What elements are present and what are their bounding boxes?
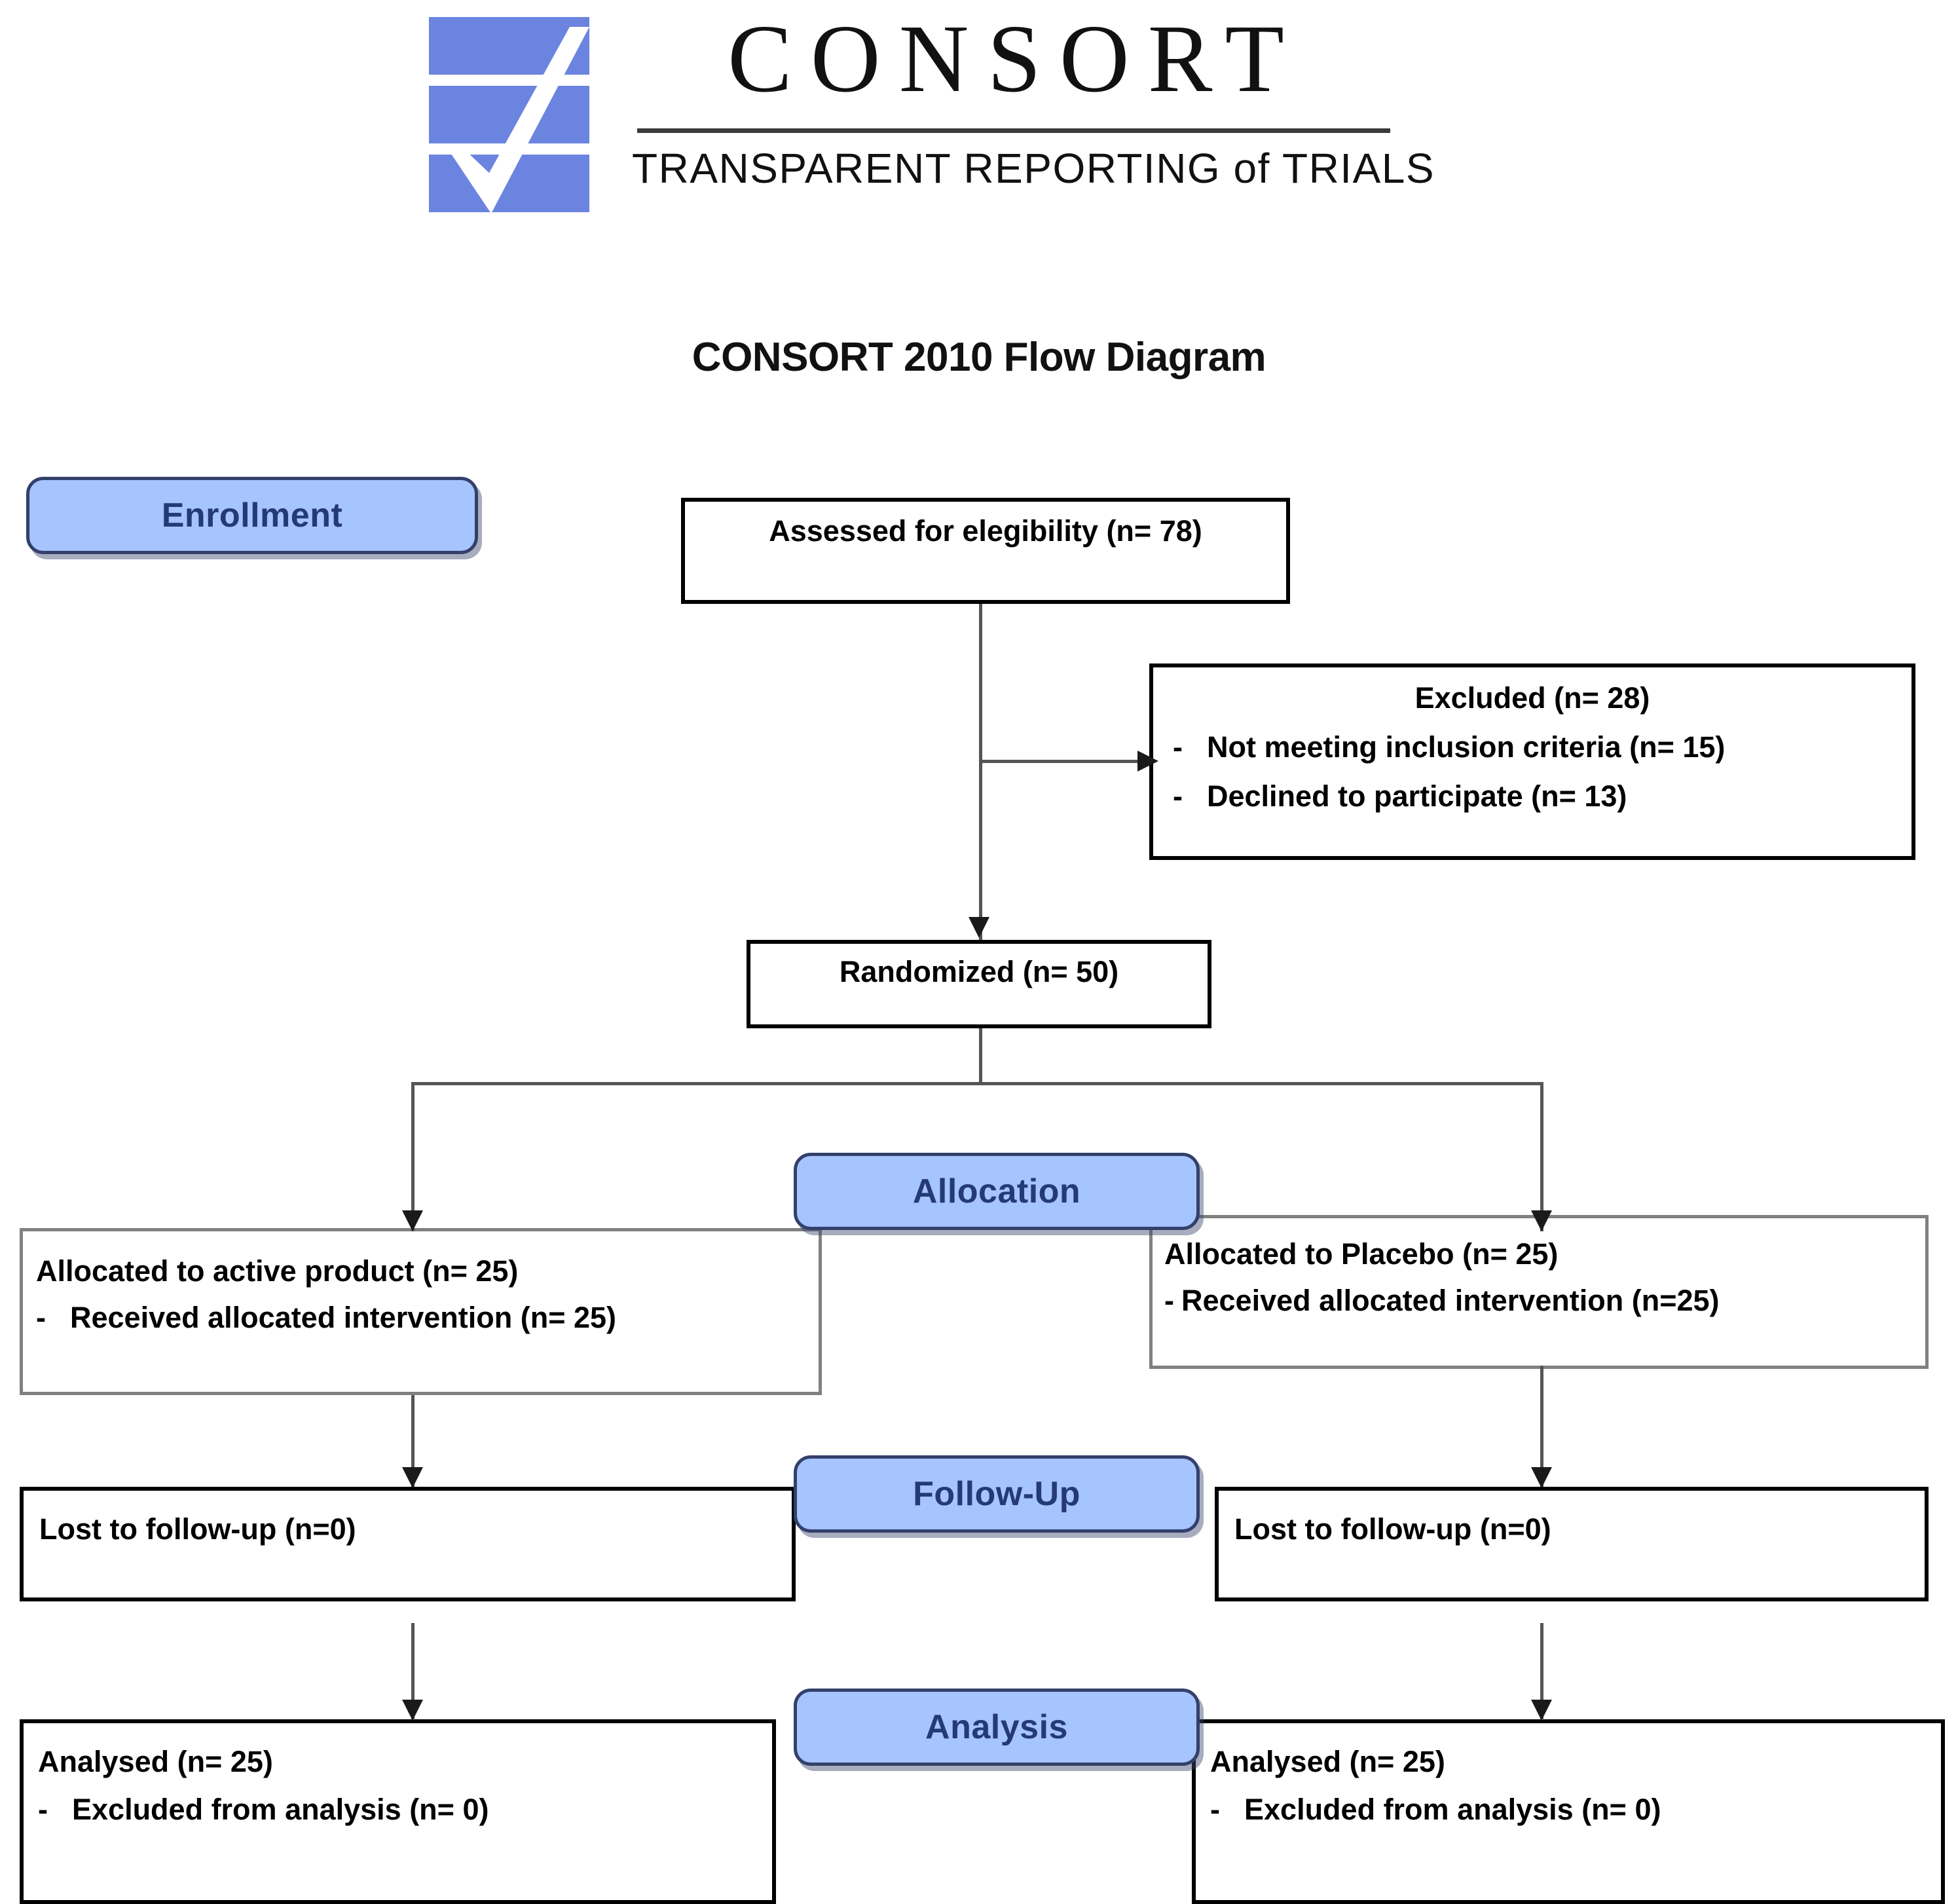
consort-logo: CONSORT TRANSPARENT REPORTING of TRIALS [429,5,1435,219]
alloc-right-heading: Allocated to Placebo (n= 25) [1164,1237,1559,1271]
connector-assessed-trunk [979,604,982,940]
analysed-left-heading: Analysed (n= 25) [38,1745,273,1778]
lost-right-line: Lost to follow-up (n=0) [1234,1512,1551,1546]
logo-tagline-text: TRANSPARENT REPORTING of TRIALS [632,145,1435,192]
logo-consort-text: CONSORT [728,5,1302,113]
box-lost-to-followup-right: Lost to follow-up (n=0) [1215,1487,1929,1601]
arrowhead-to-alloc-left-icon [402,1210,423,1231]
checkmark-icon [447,27,589,214]
assessed-line: Assessed for elegibility (n= 78) [769,514,1202,548]
analysed-left-item-1-text: Excluded from analysis (n= 0) [72,1793,489,1827]
arrowhead-to-randomized-icon [969,917,989,938]
excluded-item-2: - Declined to participate (n= 13) [1173,779,1892,813]
connector-allocation-left-drop [411,1082,415,1231]
randomized-line: Randomized (n= 50) [839,955,1119,988]
arrowhead-to-analysed-left-icon [402,1700,423,1721]
alloc-right-item-1: - Received allocated intervention (n=25) [1164,1283,1913,1318]
connector-lost-right-to-analysed-right [1540,1623,1543,1720]
logo-bar-middle [429,86,589,143]
connector-allocation-right-drop [1540,1082,1543,1231]
connector-assessed-to-excluded [979,760,1139,763]
box-analysed-left: Analysed (n= 25) - Excluded from analysi… [20,1719,776,1904]
analysed-left-item-1: - Excluded from analysis (n= 0) [38,1792,758,1827]
logo-divider-rule [637,128,1390,133]
stage-badge-analysis: Analysis [794,1689,1200,1766]
analysed-left-item-1-dash: - [38,1793,48,1827]
connector-alloc-left-to-lost-left [411,1395,415,1487]
page-title: CONSORT 2010 Flow Diagram [692,335,1266,380]
alloc-right-item-1-text: Received allocated intervention (n=25) [1181,1284,1720,1318]
stage-badge-allocation: Allocation [794,1153,1200,1230]
alloc-right-item-1-dash: - [1164,1284,1174,1318]
stage-label-allocation: Allocation [912,1172,1081,1210]
excluded-item-1-text: Not meeting inclusion criteria (n= 15) [1207,730,1726,764]
box-allocated-placebo: Allocated to Placebo (n= 25) - Received … [1149,1215,1929,1369]
alloc-left-item-1: - Received allocated intervention (n= 25… [36,1300,805,1335]
box-allocated-active-product: Allocated to active product (n= 25) - Re… [20,1228,822,1395]
alloc-left-heading: Allocated to active product (n= 25) [36,1254,519,1288]
consort-wordmark: CONSORT TRANSPARENT REPORTING of TRIALS [632,5,1435,219]
box-randomized: Randomized (n= 50) [747,940,1211,1028]
lost-left-line: Lost to follow-up (n=0) [39,1512,356,1546]
analysed-right-item-1-text: Excluded from analysis (n= 0) [1244,1793,1661,1827]
arrowhead-to-analysed-right-icon [1531,1700,1552,1721]
connector-lost-left-to-analysed-left [411,1623,415,1720]
box-excluded: Excluded (n= 28) - Not meeting inclusion… [1149,663,1915,860]
analysed-right-item-1-dash: - [1210,1793,1220,1827]
arrowhead-to-excluded-icon [1137,751,1158,772]
stage-label-analysis: Analysis [925,1708,1068,1746]
arrowhead-to-alloc-right-icon [1531,1210,1552,1231]
stage-label-enrollment: Enrollment [161,496,343,534]
stage-badge-enrollment: Enrollment [26,477,478,554]
connector-allocation-split-bar [411,1082,1543,1085]
arrowhead-to-lost-right-icon [1531,1467,1552,1488]
excluded-item-2-dash: - [1173,779,1183,813]
stage-label-followup: Follow-Up [913,1475,1081,1513]
analysed-right-item-1: - Excluded from analysis (n= 0) [1210,1792,1927,1827]
box-analysed-right: Analysed (n= 25) - Excluded from analysi… [1192,1719,1945,1904]
connector-randomized-down [979,1028,982,1085]
excluded-item-1-dash: - [1173,730,1183,764]
stage-badge-followup: Follow-Up [794,1455,1200,1533]
alloc-left-item-1-text: Received allocated intervention (n= 25) [70,1301,617,1335]
box-assessed-for-eligibility: Assessed for elegibility (n= 78) [681,498,1290,604]
arrowhead-to-lost-left-icon [402,1467,423,1488]
connector-alloc-right-to-lost-right [1540,1366,1543,1487]
alloc-left-item-1-dash: - [36,1301,46,1335]
analysed-right-heading: Analysed (n= 25) [1210,1745,1445,1778]
excluded-item-1: - Not meeting inclusion criteria (n= 15) [1173,730,1892,764]
excluded-item-2-text: Declined to participate (n= 13) [1207,779,1627,813]
box-lost-to-followup-left: Lost to follow-up (n=0) [20,1487,796,1601]
excluded-heading: Excluded (n= 28) [1414,681,1650,715]
consort-logo-mark-icon [429,17,589,214]
